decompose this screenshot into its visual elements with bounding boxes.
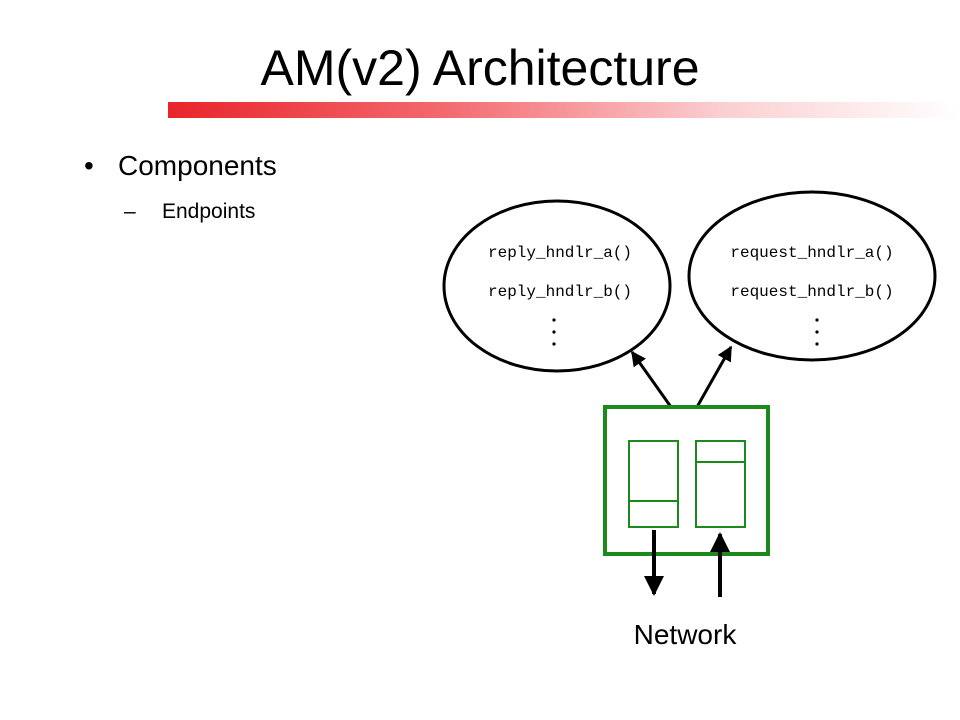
request-handler-b: request_hndlr_b() [730,283,893,301]
bullet-components: • Components [84,150,277,182]
endpoint-box [603,405,770,556]
reply-handler-ellipsis [552,318,556,346]
request-handler-ellipse [687,190,937,362]
reply-handler-ellipse [442,199,672,373]
receive-queue [695,440,746,528]
bullet-components-text: Components [118,150,277,181]
request-handler-group: request_hndlr_a() request_hndlr_b() [687,190,937,362]
arrow-to-reply-handler [630,350,673,408]
arrow-to-request-handler [695,345,733,408]
reply-handler-a: reply_hndlr_a() [488,244,632,262]
title-accent-bar [168,102,960,118]
bullet-endpoints-text: Endpoints [162,200,256,223]
reply-handler-group: reply_hndlr_a() reply_hndlr_b() [442,199,672,373]
slide-title: AM(v2) Architecture [260,40,700,96]
send-queue [628,440,679,528]
request-handler-a: request_hndlr_a() [730,244,893,262]
reply-handler-b: reply_hndlr_b() [488,283,632,301]
sub-bullet-marker: – [124,200,136,223]
request-handler-ellipsis [815,318,819,346]
network-label: Network [634,619,738,650]
bullet-endpoints: – Endpoints [124,200,255,224]
bullet-marker: • [84,150,94,181]
